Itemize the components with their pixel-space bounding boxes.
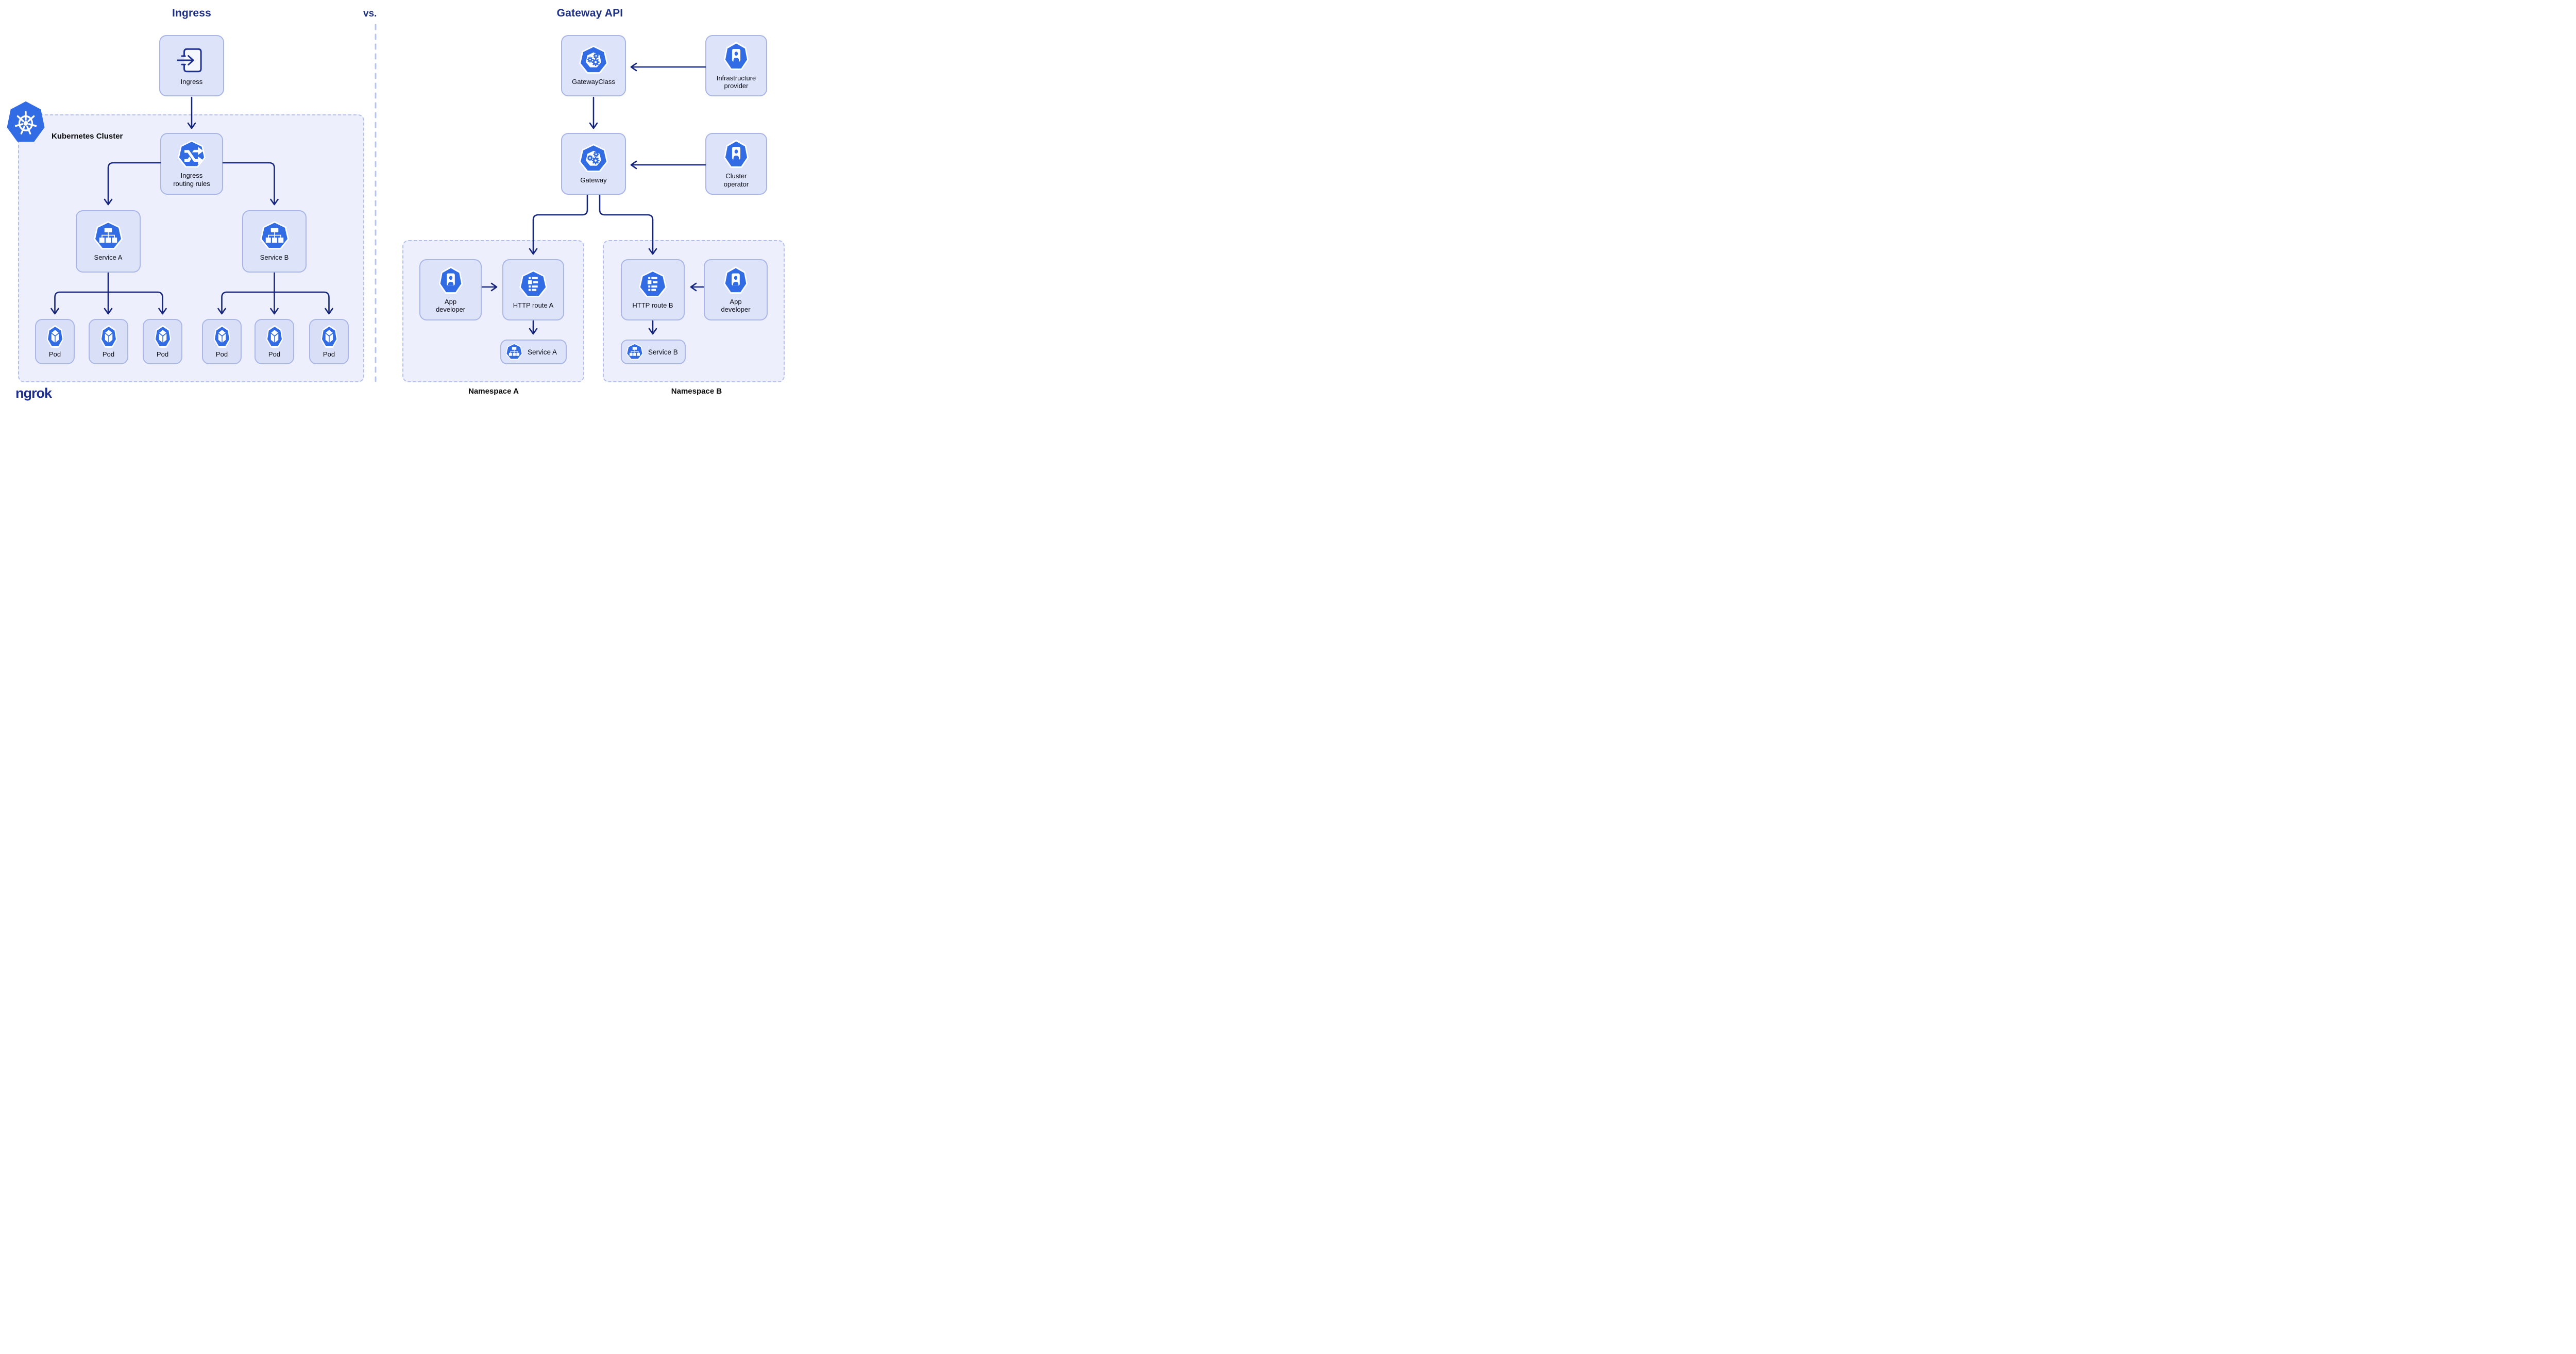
node-ingress-label: Ingress	[180, 78, 203, 86]
node-http-route-b-label: HTTP route B	[632, 301, 673, 310]
service-icon	[260, 221, 289, 250]
node-pod: Pod	[143, 319, 182, 364]
node-service-b-label: Service B	[260, 253, 289, 262]
person-badge-icon	[724, 140, 749, 168]
node-service-a: Service A	[76, 210, 141, 273]
person-badge-icon	[724, 41, 749, 70]
ingress-enter-icon	[177, 48, 202, 73]
node-ingress-routing-rules: Ingress routing rules	[160, 133, 223, 195]
node-service-a-small-label: Service A	[528, 348, 557, 356]
versus-label: vs.	[363, 8, 377, 19]
node-gateway: Gateway	[561, 133, 626, 195]
gateway-gears-icon	[579, 144, 608, 172]
person-badge-icon	[724, 266, 748, 294]
node-app-developer-a: App developer	[419, 259, 482, 320]
node-pod: Pod	[35, 319, 75, 364]
node-infrastructure-provider-label: Infrastructure provider	[716, 74, 756, 90]
node-cluster-operator: Cluster operator	[705, 133, 767, 195]
http-route-icon	[519, 270, 547, 298]
node-ingress: Ingress	[159, 35, 224, 96]
node-pod-label: Pod	[156, 350, 169, 358]
kubernetes-logo-icon	[5, 100, 46, 148]
node-pod: Pod	[89, 319, 128, 364]
namespace-b-label: Namespace B	[671, 387, 722, 396]
gateway-api-section-title: Gateway API	[556, 7, 623, 19]
node-infrastructure-provider: Infrastructure provider	[705, 35, 767, 96]
pod-icon	[46, 325, 63, 348]
node-pod-label: Pod	[48, 350, 61, 358]
person-badge-icon	[438, 266, 463, 294]
node-service-a-small: Service A	[500, 340, 567, 364]
node-app-developer-b: App developer	[704, 259, 768, 320]
node-service-a-label: Service A	[94, 253, 123, 262]
node-pod-label: Pod	[215, 350, 228, 358]
ngrok-logo: ngrok	[15, 385, 52, 401]
routing-rules-shuffle-icon	[178, 140, 206, 168]
node-app-developer-a-label: App developer	[435, 297, 466, 313]
node-http-route-a-label: HTTP route A	[513, 301, 554, 310]
pod-icon	[154, 325, 171, 348]
ingress-section-title: Ingress	[172, 7, 212, 19]
node-gateway-class: GatewayClass	[561, 35, 626, 96]
node-pod: Pod	[202, 319, 242, 364]
node-gateway-class-label: GatewayClass	[572, 78, 615, 86]
node-service-b-small-label: Service B	[648, 348, 678, 356]
node-ingress-routing-rules-label: Ingress routing rules	[173, 172, 210, 188]
node-service-b-small: Service B	[621, 340, 686, 364]
node-pod: Pod	[255, 319, 294, 364]
node-service-b: Service B	[242, 210, 307, 273]
pod-icon	[100, 325, 117, 348]
pod-icon	[320, 325, 337, 348]
node-pod-label: Pod	[102, 350, 115, 358]
node-pod: Pod	[309, 319, 349, 364]
node-cluster-operator-label: Cluster operator	[723, 172, 749, 188]
node-http-route-b: HTTP route B	[621, 259, 685, 320]
node-app-developer-b-label: App developer	[721, 297, 751, 313]
pod-icon	[213, 325, 230, 348]
kubernetes-cluster-label: Kubernetes Cluster	[52, 132, 123, 141]
node-http-route-a: HTTP route A	[502, 259, 564, 320]
ingress-vs-gateway-api-diagram: Ingress vs. Gateway API Kubernetes Clust…	[0, 0, 796, 406]
pod-icon	[266, 325, 283, 348]
http-route-icon	[639, 270, 667, 298]
namespace-a-label: Namespace A	[468, 387, 519, 396]
service-icon	[505, 343, 523, 360]
node-pod-label: Pod	[268, 350, 281, 358]
node-pod-label: Pod	[323, 350, 335, 358]
service-icon	[626, 343, 643, 360]
gateway-class-gears-icon	[579, 45, 608, 74]
node-gateway-label: Gateway	[580, 176, 607, 184]
service-icon	[94, 221, 123, 250]
